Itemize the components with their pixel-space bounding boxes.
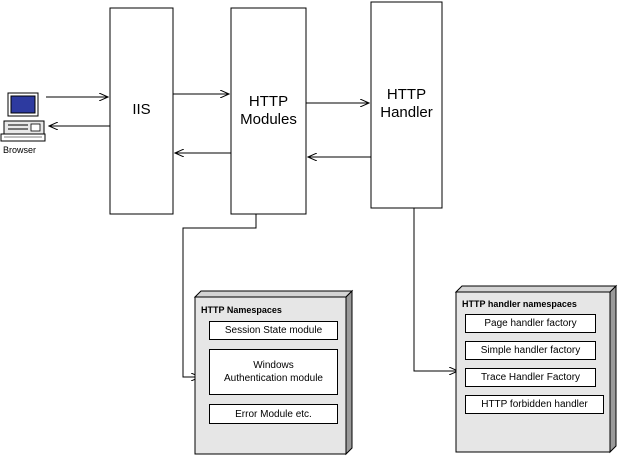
connector-handler-to-handler-namespaces — [413, 208, 458, 371]
http-modules-label: HTTP Modules — [240, 93, 297, 128]
handler-item-simple-factory: Simple handler factory — [465, 341, 596, 360]
iis-label: IIS — [132, 101, 151, 118]
http-handler-namespaces-title: HTTP handler namespaces — [462, 299, 577, 309]
handler-item-page-factory: Page handler factory — [465, 314, 596, 333]
connector-modules-to-namespaces — [182, 214, 257, 377]
http-modules-block — [230, 7, 307, 215]
http-handler-block — [370, 1, 443, 209]
handler-item-trace-factory: Trace Handler Factory — [465, 368, 596, 387]
namespace-item-session-state: Session State module — [209, 321, 338, 340]
iis-block — [109, 7, 174, 215]
browser-label: Browser — [3, 145, 37, 155]
namespace-item-windows-auth: Windows Authentication module — [209, 349, 338, 395]
http-handler-label: HTTP Handler — [380, 86, 433, 121]
browser-computer-icon — [0, 92, 46, 142]
namespace-item-error-module: Error Module etc. — [209, 404, 338, 424]
handler-item-forbidden-handler: HTTP forbidden handler — [465, 395, 604, 414]
http-namespaces-title: HTTP Namespaces — [201, 305, 282, 315]
